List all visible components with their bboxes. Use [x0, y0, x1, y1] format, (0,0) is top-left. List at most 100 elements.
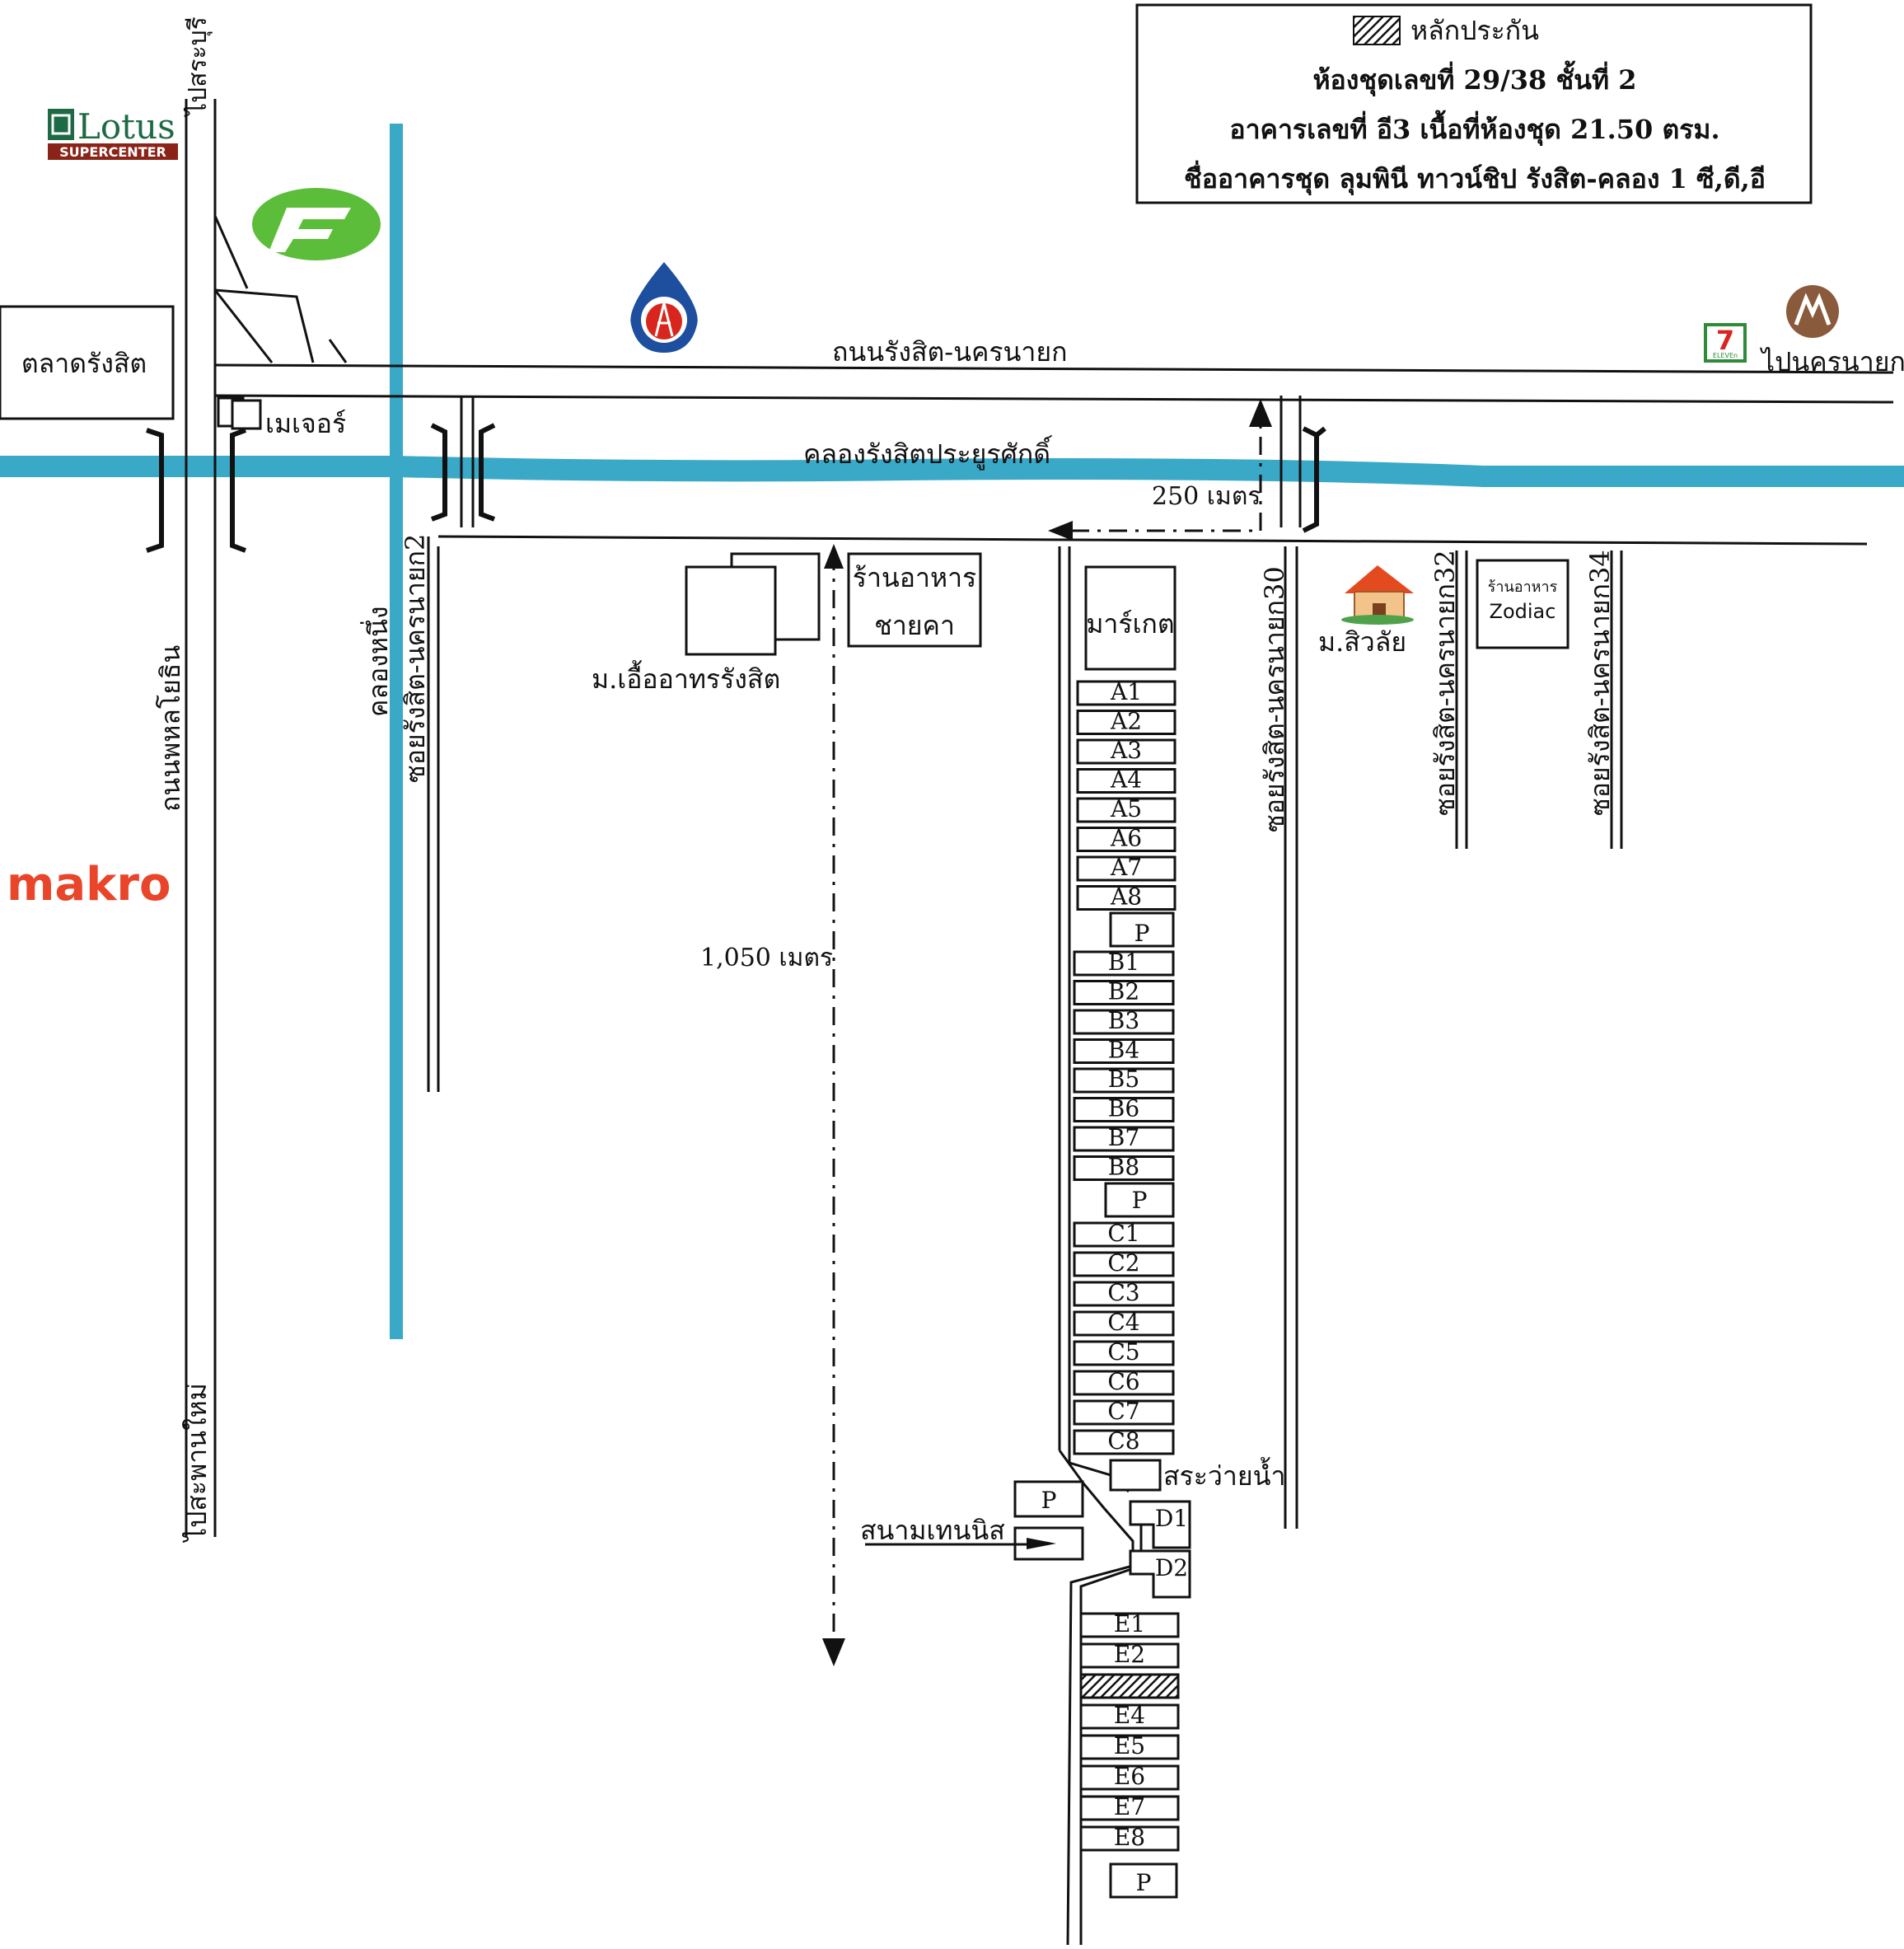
building-label: A7 [1110, 854, 1142, 881]
building-label: E5 [1114, 1732, 1145, 1759]
talad-rangsit-box: ตลาดรังสิต [0, 305, 175, 420]
swimming-pool: สระว่ายน้ำ [1109, 1457, 1285, 1492]
phahon-road-label: ถนนพหลโยธิน [155, 645, 186, 812]
restaurant-chaikha: ร้านอาหาร ชายคา [847, 552, 982, 648]
lotus-sub: SUPERCENTER [59, 144, 166, 160]
seven-eleven-logo-icon: 7 ELEVEn [1704, 323, 1747, 363]
building-a8 [1076, 885, 1177, 911]
building-label: C7 [1107, 1398, 1139, 1425]
legend-condo-name: ชื่ออาคารชุด ลุมพินี ทาวน์ชิป รังสิต-คลอ… [1184, 160, 1766, 196]
arrow-1050-bottom [822, 1638, 845, 1666]
building-e2 [1079, 1642, 1180, 1669]
siwalai-village: ม.สิวลัย [1318, 565, 1414, 658]
zodiac-line2: Zodiac [1490, 600, 1556, 623]
building-c4 [1073, 1310, 1175, 1337]
soi32-label: ซอยรังสิต-นครนายก32 [1429, 550, 1461, 816]
roads [185, 99, 1894, 1946]
building-label: C4 [1107, 1309, 1139, 1336]
market: มาร์เกต [1084, 565, 1177, 671]
seven-eleven-sub: ELEVEn [1713, 352, 1738, 359]
building-d1 [1129, 1500, 1191, 1549]
building-a2 [1076, 710, 1177, 735]
building-label: C1 [1107, 1220, 1139, 1247]
kasikorn-bank-logo-icon [1786, 285, 1839, 338]
building-label: B1 [1108, 949, 1139, 976]
building-label: E2 [1114, 1641, 1145, 1668]
main-canal-label: คลองรังสิตประยูรศักดิ์ [803, 435, 1053, 471]
market-label: มาร์เกต [1086, 608, 1174, 640]
building-b5 [1073, 1067, 1175, 1094]
building-label: C2 [1107, 1249, 1139, 1277]
pool-label: สระว่ายน้ำ [1163, 1457, 1285, 1492]
building-label: A5 [1110, 795, 1142, 822]
distance-1050-label: 1,050 เมตร [700, 944, 833, 972]
talad-rangsit-label: ตลาดรังสิต [21, 348, 147, 379]
building-c6 [1073, 1370, 1175, 1396]
building-label: C3 [1107, 1279, 1139, 1306]
building-label: A1 [1110, 678, 1142, 705]
building-label: E4 [1114, 1702, 1145, 1729]
restaurant-chaikha-line2: ชายคา [874, 610, 955, 641]
building-b3 [1073, 1009, 1175, 1035]
tennis-label: สนามเทนนิส [860, 1515, 1005, 1546]
major-label: เมเจอร์ [265, 408, 346, 439]
bridges [146, 423, 1326, 553]
building-label: C5 [1107, 1338, 1139, 1366]
building-label: B6 [1108, 1095, 1139, 1122]
siwalai-label: ม.สิวลัย [1318, 626, 1406, 658]
building-e8 [1079, 1825, 1180, 1852]
building-label: C6 [1107, 1368, 1139, 1395]
building-label: B5 [1108, 1066, 1139, 1093]
building-e1 [1079, 1612, 1180, 1638]
parking-a-label: P [1134, 920, 1150, 947]
canals [0, 124, 1904, 1339]
building-label: B7 [1108, 1124, 1139, 1151]
building-label: D1 [1155, 1505, 1188, 1532]
arrow-1050-top [824, 544, 844, 569]
building-label: E1 [1114, 1610, 1145, 1637]
legend-unit-number: ห้องชุดเลขที่ 29/38 ชั้นที่ 2 [1312, 60, 1636, 97]
soi2-label: ซอยรังสิต-นครนายก2 [400, 534, 431, 783]
building-label: A6 [1110, 825, 1142, 852]
collateral-hatch-swatch [1353, 16, 1401, 45]
building-b4 [1073, 1038, 1175, 1064]
parking-e-label: P [1136, 1869, 1152, 1896]
building-a6 [1076, 827, 1177, 852]
building-c3 [1073, 1281, 1175, 1307]
building-c2 [1073, 1251, 1175, 1277]
arrow-250-up [1249, 399, 1272, 427]
building-a7 [1076, 855, 1177, 882]
building-b2 [1073, 980, 1175, 1005]
building-label: A3 [1110, 737, 1142, 764]
building-label: A8 [1110, 883, 1142, 911]
fresh-mart-logo-icon [252, 188, 381, 260]
ptt-station-icon [630, 262, 698, 353]
building-label: E6 [1114, 1763, 1145, 1790]
building-label: B8 [1108, 1154, 1139, 1181]
parking-b-label: P [1132, 1187, 1148, 1214]
building-a3 [1076, 738, 1177, 765]
parking-tennis: P [1013, 1480, 1084, 1518]
building-c5 [1073, 1340, 1175, 1366]
khlong-nueng-label: คลองหนึ่ง [360, 607, 394, 717]
restaurant-chaikha-line1: ร้านอาหาร [853, 562, 976, 593]
building-a1 [1076, 680, 1177, 706]
parking-e: P [1109, 1862, 1178, 1899]
to-saphan-mai-label: ไปสะพานใหม่ [181, 1383, 213, 1544]
legend-box: หลักประกัน ห้องชุดเลขที่ 29/38 ชั้นที่ 2… [1135, 3, 1813, 204]
legend-building-area: อาคารเลขที่ อี3 เนื้อที่ห้องชุด 21.50 ตร… [1229, 110, 1719, 147]
building-label: E8 [1114, 1824, 1145, 1851]
building-label: E7 [1114, 1793, 1145, 1820]
building-b6 [1073, 1097, 1175, 1122]
building-c1 [1073, 1221, 1175, 1248]
building-label: A2 [1110, 708, 1142, 735]
building-label: B2 [1108, 978, 1139, 1005]
building-label: D2 [1155, 1554, 1188, 1581]
euaarthorn-village: ม.เอื้ออาทรรังสิต [592, 552, 821, 695]
zodiac-restaurant: ร้านอาหาร Zodiac [1476, 559, 1570, 649]
soi30-label: ซอยรังสิต-นครนายก30 [1259, 566, 1290, 832]
